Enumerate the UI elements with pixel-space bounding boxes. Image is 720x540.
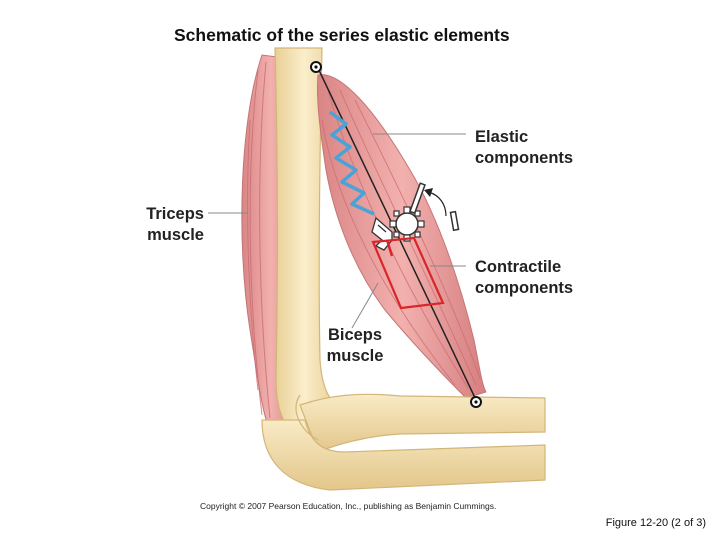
ratchet-gear-icon [389, 206, 425, 242]
contractile-components-label: Contractile components [475, 258, 574, 297]
elastic-components-label: Elastic components [475, 128, 574, 167]
biceps-leader [351, 282, 379, 329]
biceps-muscle-label: Biceps muscle [326, 326, 384, 365]
spring-icon [328, 110, 375, 216]
diagram-title: Schematic of the series elastic elements [174, 25, 510, 45]
lever-icon [409, 182, 460, 232]
copyright-notice: Copyright © 2007 Pearson Education, Inc.… [200, 501, 497, 511]
triceps-stripes [247, 61, 271, 419]
forearm-bone [299, 393, 546, 453]
contractile-box [371, 236, 445, 310]
figure-reference: Figure 12-20 (2 of 3) [605, 517, 706, 529]
triceps-muscle-label: Triceps muscle [146, 205, 204, 244]
